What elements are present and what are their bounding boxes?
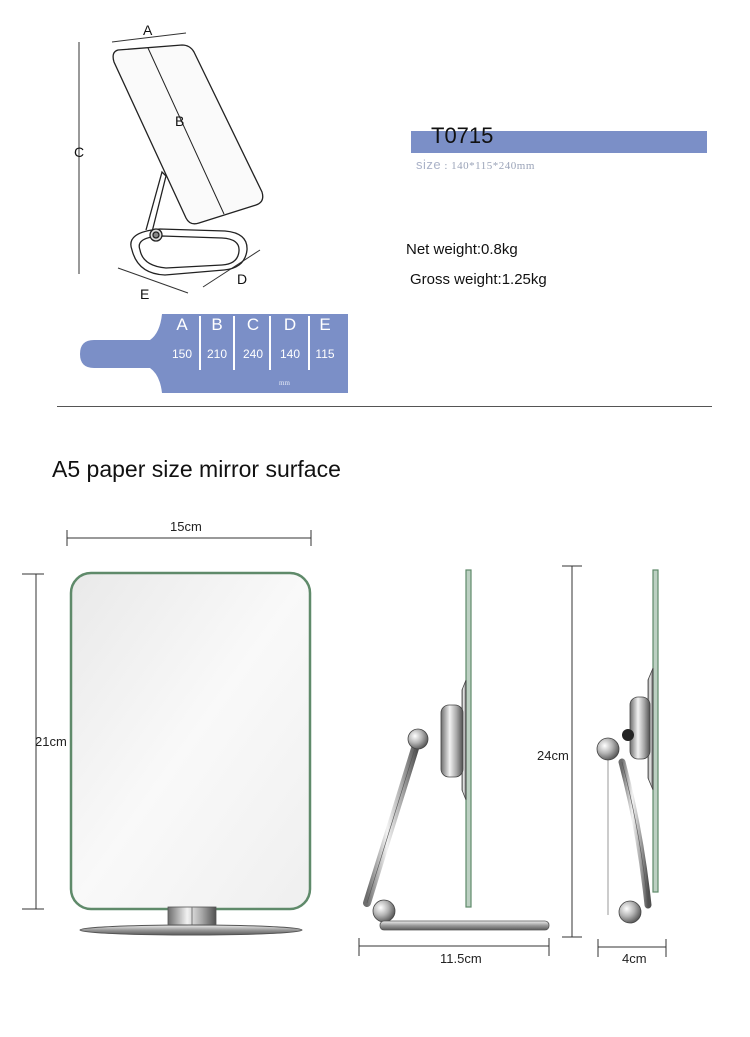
tag-value-b: 210: [206, 347, 228, 361]
tag-key-a: A: [176, 315, 188, 334]
dim-label-front-width: 15cm: [170, 519, 202, 534]
section-divider: [57, 406, 712, 407]
tag-unit: mm: [279, 379, 290, 387]
dim-line-e: [117, 267, 189, 294]
sketch-label-d: D: [237, 271, 248, 287]
tag-col-a: A 150: [167, 315, 197, 361]
dim-line-a: [111, 32, 187, 43]
size-key: size: [416, 157, 442, 172]
size-value: : 140*115*240mm: [444, 160, 535, 172]
tag-col-b: B 210: [202, 315, 232, 361]
code-highlight-bar: [411, 131, 707, 153]
tag-value-a: 150: [171, 347, 193, 361]
gross-weight: Gross weight:1.25kg: [410, 271, 547, 288]
sketch-label-b: B: [175, 113, 185, 129]
dim-label-base-depth: 11.5cm: [440, 951, 482, 966]
sketch-stand: [130, 170, 248, 276]
front-base: [79, 924, 303, 936]
tag-key-d: D: [283, 315, 297, 334]
side-view-folded: [596, 569, 659, 924]
tag-col-d: D 140: [275, 315, 305, 361]
tag-value-e: 115: [315, 347, 335, 361]
tag-col-e: E 115: [310, 315, 340, 361]
sketch-label-c: C: [74, 144, 85, 160]
side-view-open: [363, 569, 550, 931]
sketch-label-a: A: [143, 22, 153, 38]
tag-value-c: 240: [242, 347, 264, 361]
dim-label-folded-depth: 4cm: [622, 951, 647, 966]
dim-label-front-height: 21cm: [35, 734, 67, 749]
dim-label-total-height: 24cm: [537, 748, 569, 763]
tag-key-b: B: [211, 315, 223, 334]
net-weight: Net weight:0.8kg: [406, 241, 518, 258]
section-title: A5 paper size mirror surface: [52, 456, 341, 482]
sketch-mirror: [112, 44, 264, 225]
size-line: size : 140*115*240mm: [416, 157, 535, 172]
product-code: T0715: [431, 123, 494, 148]
tag-col-c: C 240: [238, 315, 268, 361]
tag-key-c: C: [246, 315, 260, 334]
sketch-label-e: E: [140, 286, 150, 302]
tag-key-e: E: [319, 315, 331, 334]
tag-value-d: 140: [279, 347, 301, 361]
front-mirror: [69, 571, 312, 911]
